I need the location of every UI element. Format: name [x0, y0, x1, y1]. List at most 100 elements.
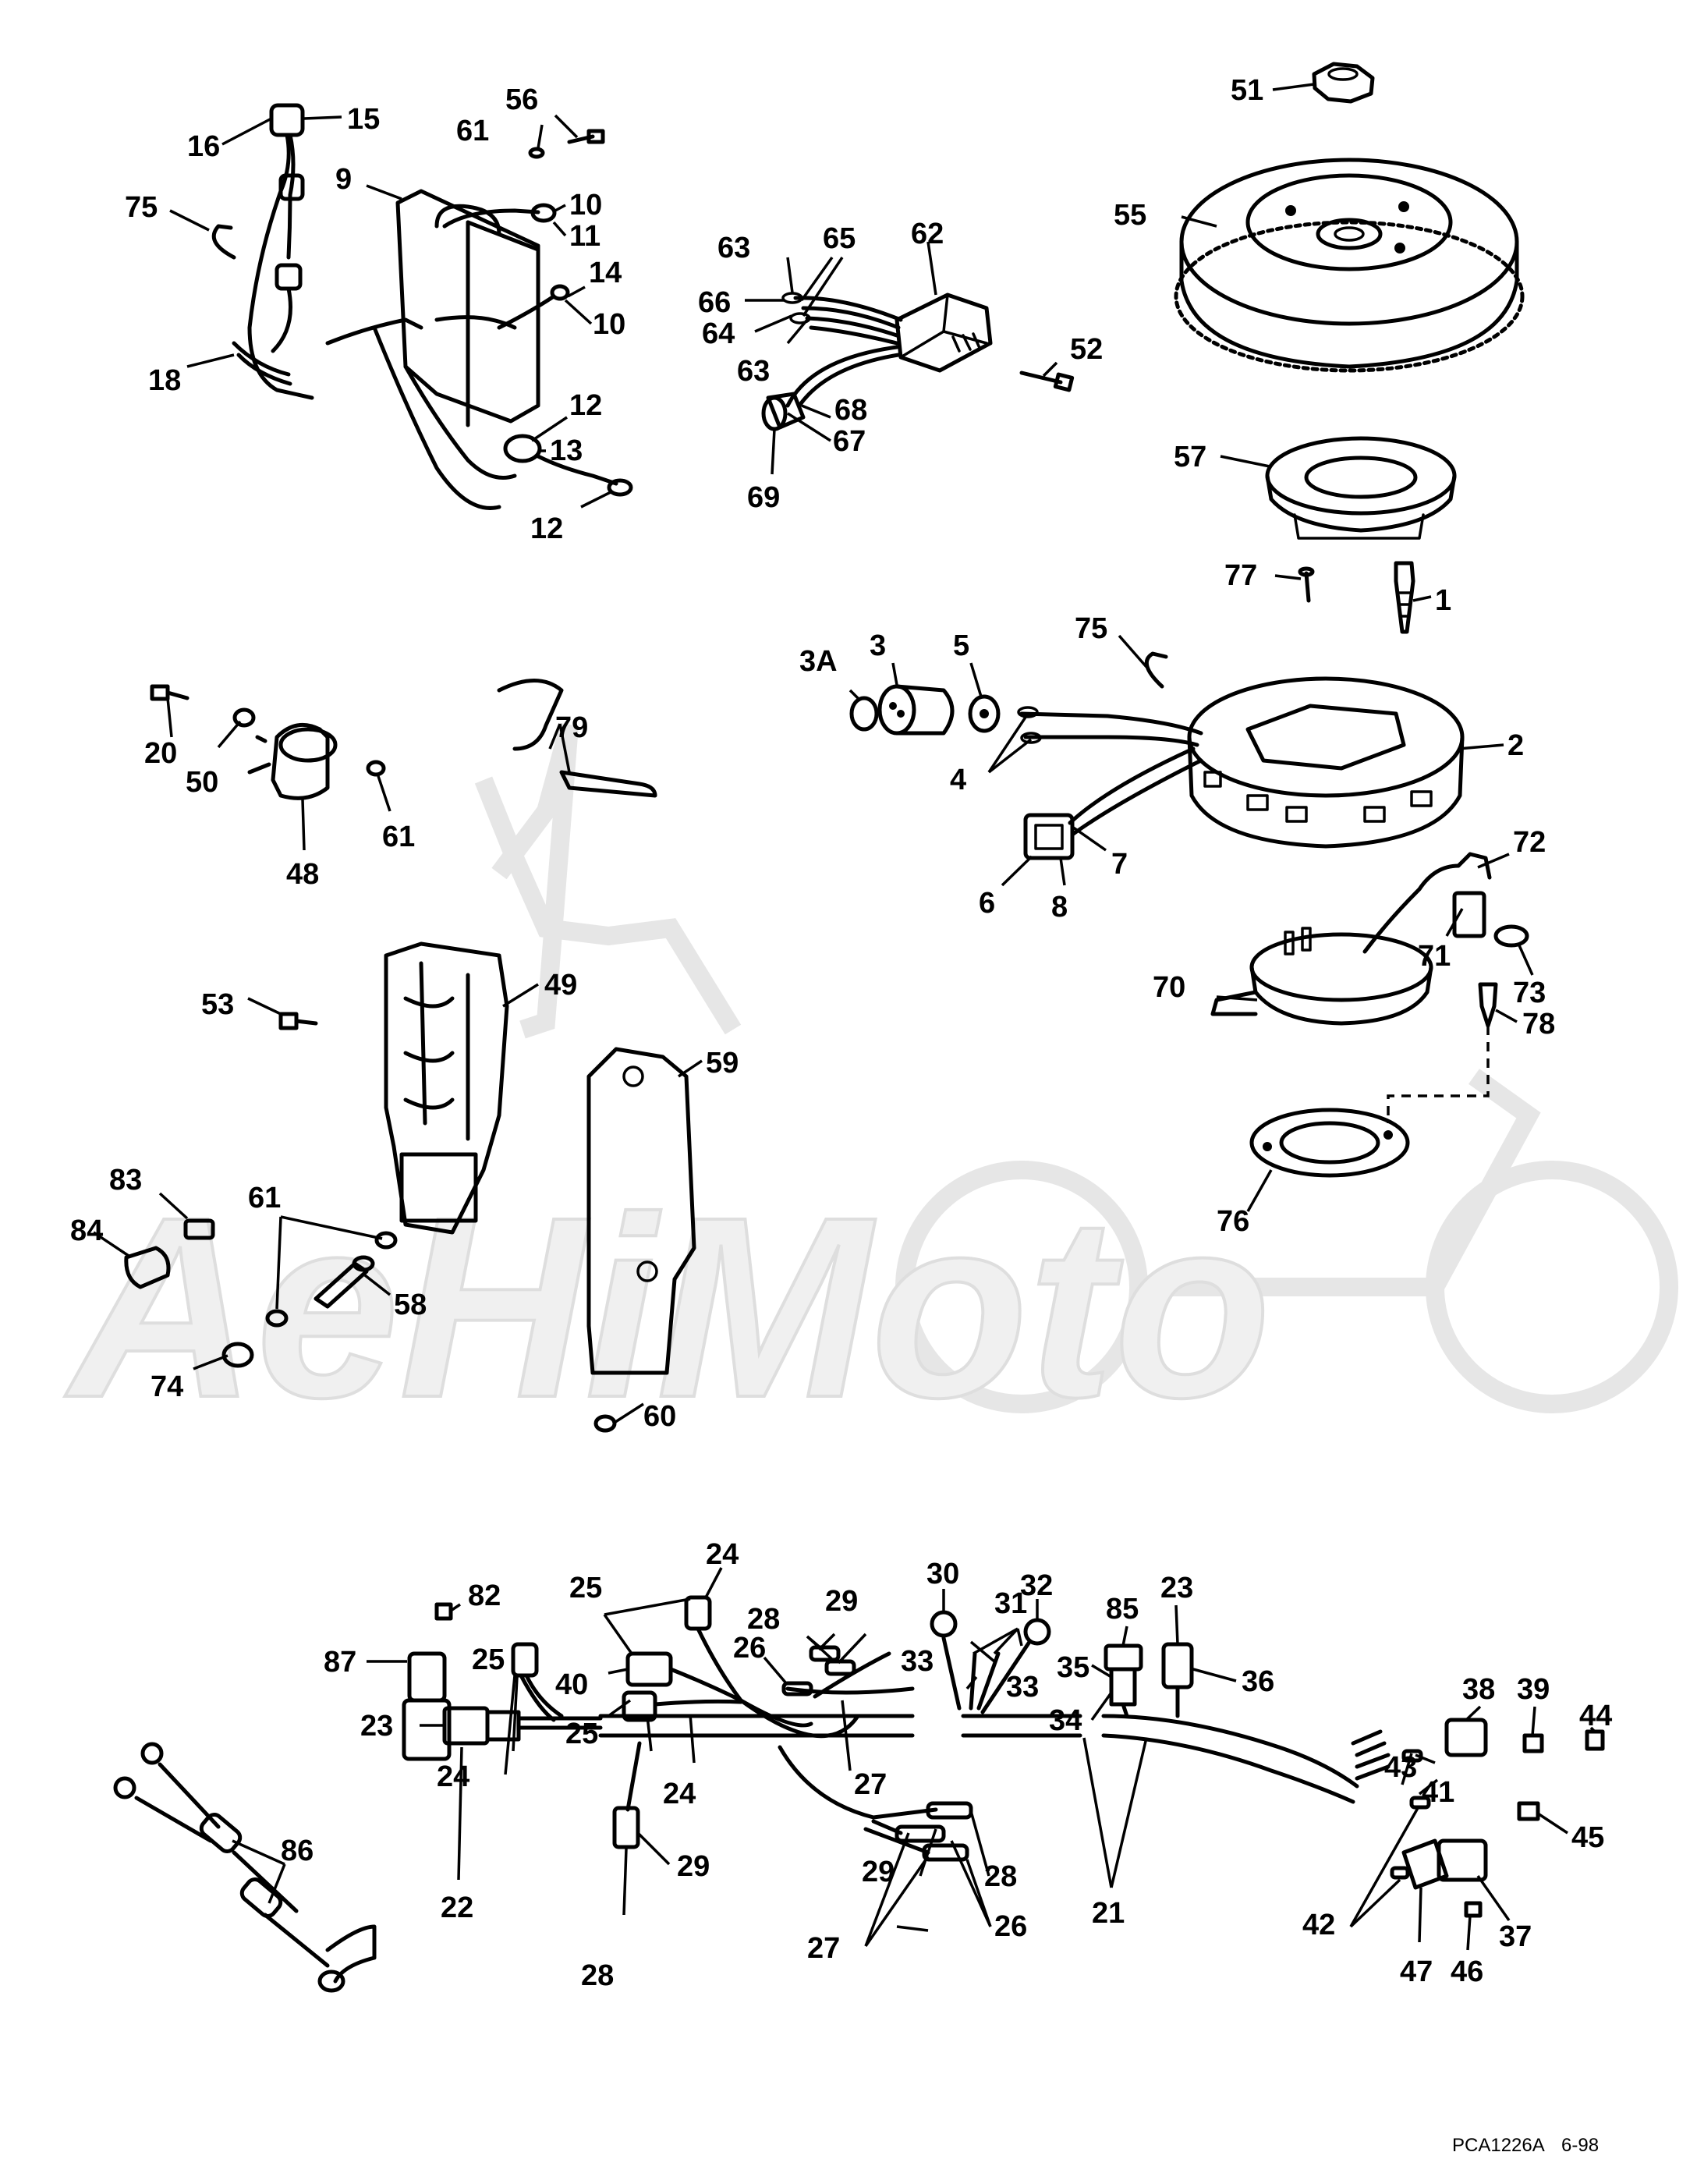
callout-47: 47 — [1400, 1955, 1433, 1988]
callout-53: 53 — [201, 988, 234, 1021]
callout-31: 31 — [994, 1587, 1027, 1620]
callout-5: 5 — [953, 629, 969, 662]
callout-36: 36 — [1242, 1665, 1274, 1698]
callout-24-left: 24 — [437, 1760, 469, 1793]
footer-code: PCA1226A — [1452, 2135, 1545, 2156]
callout-73: 73 — [1513, 977, 1546, 1009]
callout-60: 60 — [643, 1400, 676, 1433]
callout-13: 13 — [550, 434, 583, 467]
callout-23-right: 23 — [1160, 1572, 1193, 1604]
callout-33-bottom: 33 — [1006, 1671, 1039, 1704]
callout-44: 44 — [1579, 1700, 1612, 1732]
leader-lines — [93, 83, 1596, 1951]
callout-1: 1 — [1435, 584, 1451, 617]
callout-51: 51 — [1231, 74, 1263, 107]
callout-25-top: 25 — [569, 1572, 602, 1604]
callout-85: 85 — [1106, 1593, 1139, 1626]
callout-69: 69 — [747, 481, 780, 514]
callout-27-bottom: 27 — [807, 1932, 840, 1965]
callout-38: 38 — [1462, 1673, 1495, 1706]
callout-49: 49 — [544, 969, 577, 1002]
callout-6: 6 — [979, 887, 995, 920]
callout-37: 37 — [1499, 1920, 1532, 1953]
part-78-screw — [1478, 982, 1498, 1028]
callout-10-bottom: 10 — [593, 308, 625, 341]
part-4-stator-leads — [1017, 706, 1203, 747]
callout-77: 77 — [1224, 559, 1257, 592]
callout-12-top: 12 — [569, 389, 602, 422]
footer-date: 6-98 — [1561, 2135, 1599, 2156]
part-20-screw — [150, 684, 190, 701]
callout-labels: 51 55 57 77 1 75 2 3A 3 5 4 6 8 7 72 71 … — [70, 74, 1612, 1992]
part-24-25-lead-left — [511, 1642, 564, 1722]
callout-82: 82 — [468, 1580, 501, 1612]
callout-50: 50 — [186, 766, 218, 799]
callout-75-right: 75 — [1075, 612, 1107, 645]
part-77-screw — [1298, 566, 1315, 603]
callout-20: 20 — [144, 737, 177, 770]
callout-4: 4 — [950, 764, 966, 796]
part-74-nut — [221, 1342, 254, 1368]
callout-23-left: 23 — [360, 1710, 393, 1743]
part-26-27-leads — [778, 1681, 973, 1862]
part-51-flywheel-nut — [1312, 62, 1375, 104]
part-58-stud — [314, 1255, 375, 1309]
callout-63-bottom: 63 — [737, 355, 770, 388]
callout-67: 67 — [833, 425, 866, 458]
callout-63-top: 63 — [717, 232, 750, 264]
callout-3: 3 — [870, 629, 886, 662]
callout-11: 11 — [569, 220, 601, 253]
part-56-screw — [567, 129, 605, 144]
part-70-timer-base-ring — [1210, 927, 1433, 1026]
callout-66: 66 — [698, 286, 731, 319]
part-36-23-connector-right — [1161, 1642, 1194, 1718]
callout-15: 15 — [347, 103, 380, 136]
callout-12-bottom: 12 — [530, 512, 563, 545]
part-2-stator — [1187, 676, 1465, 849]
part-59-cover — [586, 1047, 696, 1375]
part-79-spark-plug-boot — [497, 679, 657, 798]
callout-16: 16 — [187, 130, 220, 163]
part-61-washer-top — [528, 147, 545, 159]
callout-26-bottom: 26 — [994, 1910, 1027, 1943]
callout-56: 56 — [505, 83, 538, 116]
callout-24-top: 24 — [706, 1538, 739, 1571]
callout-22: 22 — [441, 1892, 473, 1924]
part-21-main-harness — [598, 1714, 1359, 1804]
callout-57: 57 — [1174, 441, 1206, 473]
callout-25-left: 25 — [472, 1643, 505, 1676]
part-71-sensor-connector — [1362, 852, 1492, 954]
callout-45: 45 — [1571, 1821, 1604, 1854]
callout-26-top: 26 — [733, 1632, 766, 1665]
callout-43: 43 — [1384, 1751, 1417, 1784]
callout-34: 34 — [1049, 1704, 1082, 1737]
callout-61-mid: 61 — [382, 821, 415, 853]
part-63-69-leads — [761, 292, 903, 431]
part-53-screw — [278, 1012, 318, 1030]
callout-29-left: 29 — [677, 1850, 710, 1883]
callout-74: 74 — [151, 1370, 183, 1403]
part-3a-o-ring — [849, 696, 879, 732]
part-76-retainer-ring — [1249, 1108, 1410, 1178]
part-6-connector — [1023, 746, 1203, 860]
callout-32: 32 — [1020, 1569, 1053, 1602]
callout-55: 55 — [1114, 199, 1146, 232]
part-48-ignition-coil — [247, 722, 338, 800]
callout-14: 14 — [589, 257, 622, 289]
watermark: AeHiMoto — [61, 722, 1678, 1452]
callout-59: 59 — [706, 1047, 739, 1080]
part-24-25-40-leads-top — [622, 1595, 860, 1739]
part-73-grommet — [1493, 924, 1529, 948]
callout-64: 64 — [702, 317, 735, 350]
part-5-grommet — [968, 694, 1001, 733]
callout-61-top: 61 — [456, 115, 489, 147]
callout-24-mid: 24 — [663, 1778, 696, 1810]
part-9-ignition-coil — [325, 189, 540, 427]
callout-8: 8 — [1051, 891, 1068, 924]
part-49-coil-bracket — [384, 941, 509, 1235]
callout-18: 18 — [148, 364, 181, 397]
callout-87: 87 — [324, 1646, 356, 1679]
callout-29-top: 29 — [825, 1585, 858, 1618]
part-10-11-coil-leads — [442, 203, 570, 330]
